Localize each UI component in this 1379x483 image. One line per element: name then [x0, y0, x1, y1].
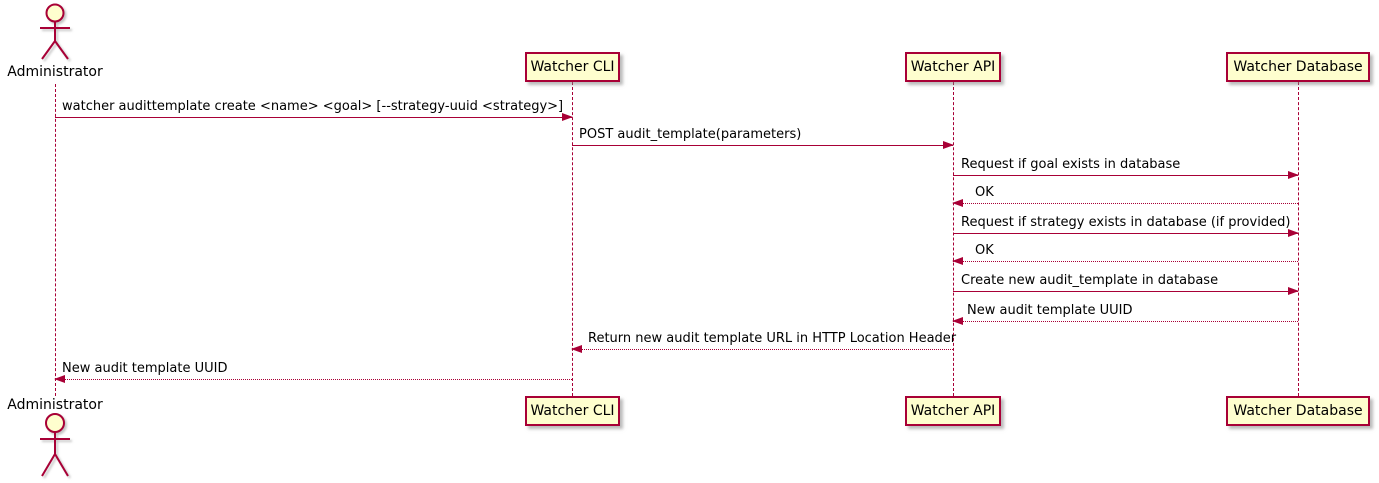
- actor-label-bottom: Administrator: [7, 397, 103, 413]
- participant-label: Watcher Database: [1233, 403, 1363, 419]
- message-label: Create new audit_template in database: [961, 273, 1219, 288]
- message-label: Request if strategy exists in database (…: [961, 215, 1291, 230]
- arrowhead-left-icon: [952, 257, 963, 265]
- actor-administrator-icon: [40, 3, 70, 60]
- message-line: [572, 145, 953, 146]
- participant-watcher-cli-top: Watcher CLI: [525, 52, 620, 82]
- message-line: [572, 349, 953, 350]
- participant-label: Watcher API: [910, 403, 996, 419]
- participant-label: Watcher Database: [1233, 59, 1363, 75]
- message-line: [953, 233, 1298, 234]
- message-line: [953, 175, 1298, 176]
- arrowhead-right-icon: [562, 113, 573, 121]
- lifeline-administrator: [55, 84, 56, 396]
- message-label: New audit template UUID: [62, 361, 228, 376]
- arrowhead-right-icon: [1288, 229, 1299, 237]
- message-line: [953, 321, 1298, 322]
- lifeline-watcher-cli: [572, 82, 573, 396]
- participant-label: Watcher CLI: [530, 59, 615, 75]
- arrowhead-left-icon: [571, 345, 582, 353]
- participant-label: Watcher CLI: [530, 403, 615, 419]
- message-line: [953, 291, 1298, 292]
- lifeline-watcher-database: [1298, 82, 1299, 396]
- message-label: Request if goal exists in database: [961, 157, 1181, 172]
- message-line: [953, 203, 1298, 204]
- arrowhead-right-icon: [1288, 171, 1299, 179]
- lifeline-watcher-api: [953, 82, 954, 396]
- participant-watcher-api-top: Watcher API: [905, 52, 1001, 82]
- actor-administrator-icon: [40, 413, 70, 477]
- message-line: [55, 379, 572, 380]
- participant-label: Watcher API: [910, 59, 996, 75]
- participant-watcher-cli-bottom: Watcher CLI: [525, 396, 620, 426]
- arrowhead-left-icon: [952, 317, 963, 325]
- actor-label-top: Administrator: [7, 64, 103, 80]
- arrowhead-right-icon: [1288, 287, 1299, 295]
- arrowhead-right-icon: [943, 141, 954, 149]
- participant-watcher-database-top: Watcher Database: [1226, 52, 1370, 82]
- message-label: New audit template UUID: [967, 303, 1133, 318]
- message-label: OK: [975, 185, 994, 200]
- arrowhead-left-icon: [952, 199, 963, 207]
- message-label: watcher audittemplate create <name> <goa…: [62, 99, 564, 114]
- message-label: Return new audit template URL in HTTP Lo…: [588, 331, 957, 346]
- message-line: [55, 117, 572, 118]
- participant-watcher-api-bottom: Watcher API: [905, 396, 1001, 426]
- message-line: [953, 261, 1298, 262]
- arrowhead-left-icon: [54, 375, 65, 383]
- message-label: POST audit_template(parameters): [579, 127, 802, 142]
- participant-watcher-database-bottom: Watcher Database: [1226, 396, 1370, 426]
- message-label: OK: [975, 243, 994, 258]
